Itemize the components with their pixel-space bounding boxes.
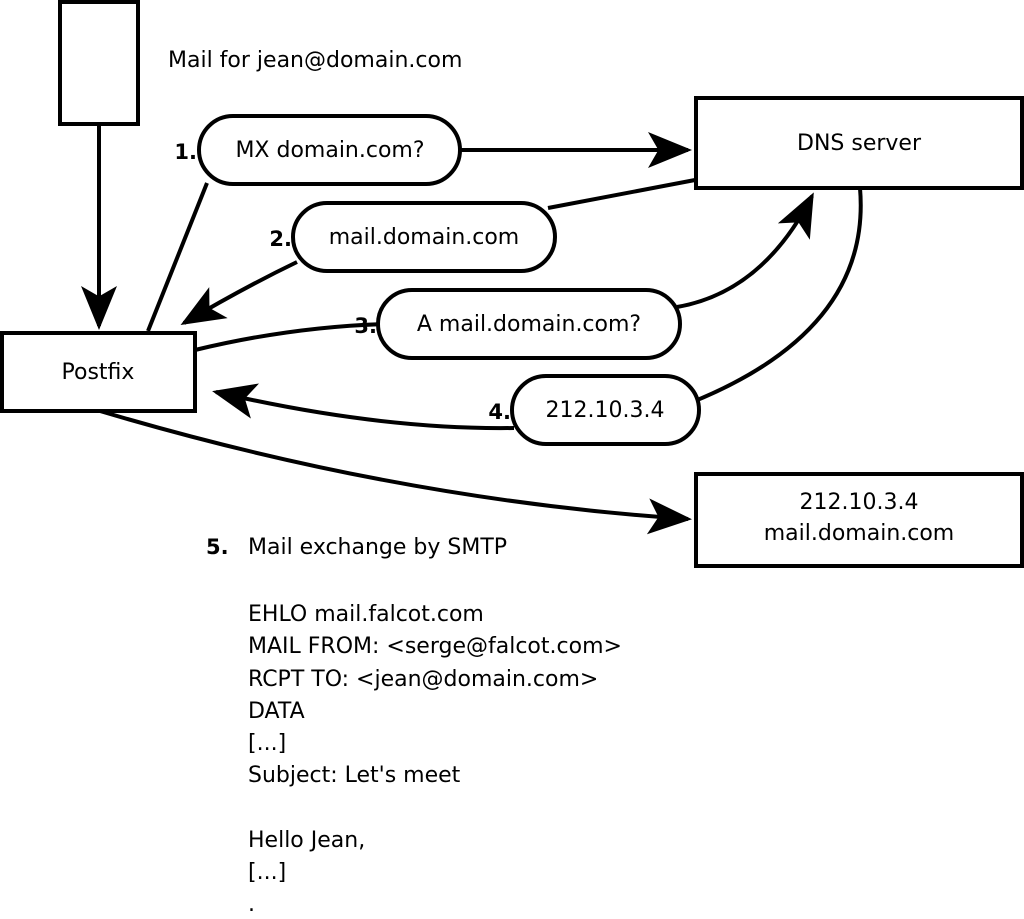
step-2-number: 2. [269,227,292,251]
smtp-line-5: Subject: Let's meet [248,763,461,788]
step-1-label: MX domain.com? [235,138,424,163]
step-3-label: A mail.domain.com? [417,312,641,337]
step-4-bubble[interactable] [510,374,701,446]
edge-postfix-to-step1 [146,182,209,332]
destination-host-label: mail.domain.com [764,521,955,546]
dns-server-label: DNS server [797,131,922,156]
edge-postfix-to-step3 [194,322,385,352]
step-1-number: 1. [174,140,197,164]
edge-step4-to-postfix [212,383,515,431]
step-2-label: mail.domain.com [329,225,520,250]
edge-postfix-to-destination [99,409,692,535]
smtp-line-8: [...] [248,860,286,885]
edge-dns-to-step2 [547,178,696,210]
edge-step3-to-dns [676,192,814,309]
step-2-bubble[interactable] [291,201,557,273]
edge-dns-to-step4 [689,187,863,405]
edge-step2-to-postfix [180,260,298,326]
postfix-label: Postfix [62,360,135,385]
client-box[interactable] [58,0,140,126]
step-5-label: Mail exchange by SMTP [248,535,507,560]
destination-box[interactable] [694,472,1024,568]
step-4-number: 4. [488,400,511,424]
step-3-bubble[interactable] [376,288,682,360]
postfix-box[interactable] [0,331,197,413]
mail-caption: Mail for jean@domain.com [168,48,462,73]
smtp-line-4: [...] [248,731,286,756]
smtp-line-0: EHLO mail.falcot.com [248,602,484,627]
smtp-line-7: Hello Jean, [248,828,365,853]
step-1-bubble[interactable] [197,114,462,186]
step-4-label: 212.10.3.4 [546,398,665,423]
smtp-transcript: EHLO mail.falcot.com MAIL FROM: <serge@f… [248,602,622,917]
destination-ip-label: 212.10.3.4 [800,490,919,515]
dns-server-box[interactable] [694,96,1024,190]
smtp-line-9: . [248,892,255,917]
step-5-number: 5. [206,535,229,559]
smtp-line-2: RCPT TO: <jean@domain.com> [248,667,598,692]
smtp-line-1: MAIL FROM: <serge@falcot.com> [248,634,622,659]
smtp-line-3: DATA [248,699,305,724]
step-3-number: 3. [354,314,377,338]
